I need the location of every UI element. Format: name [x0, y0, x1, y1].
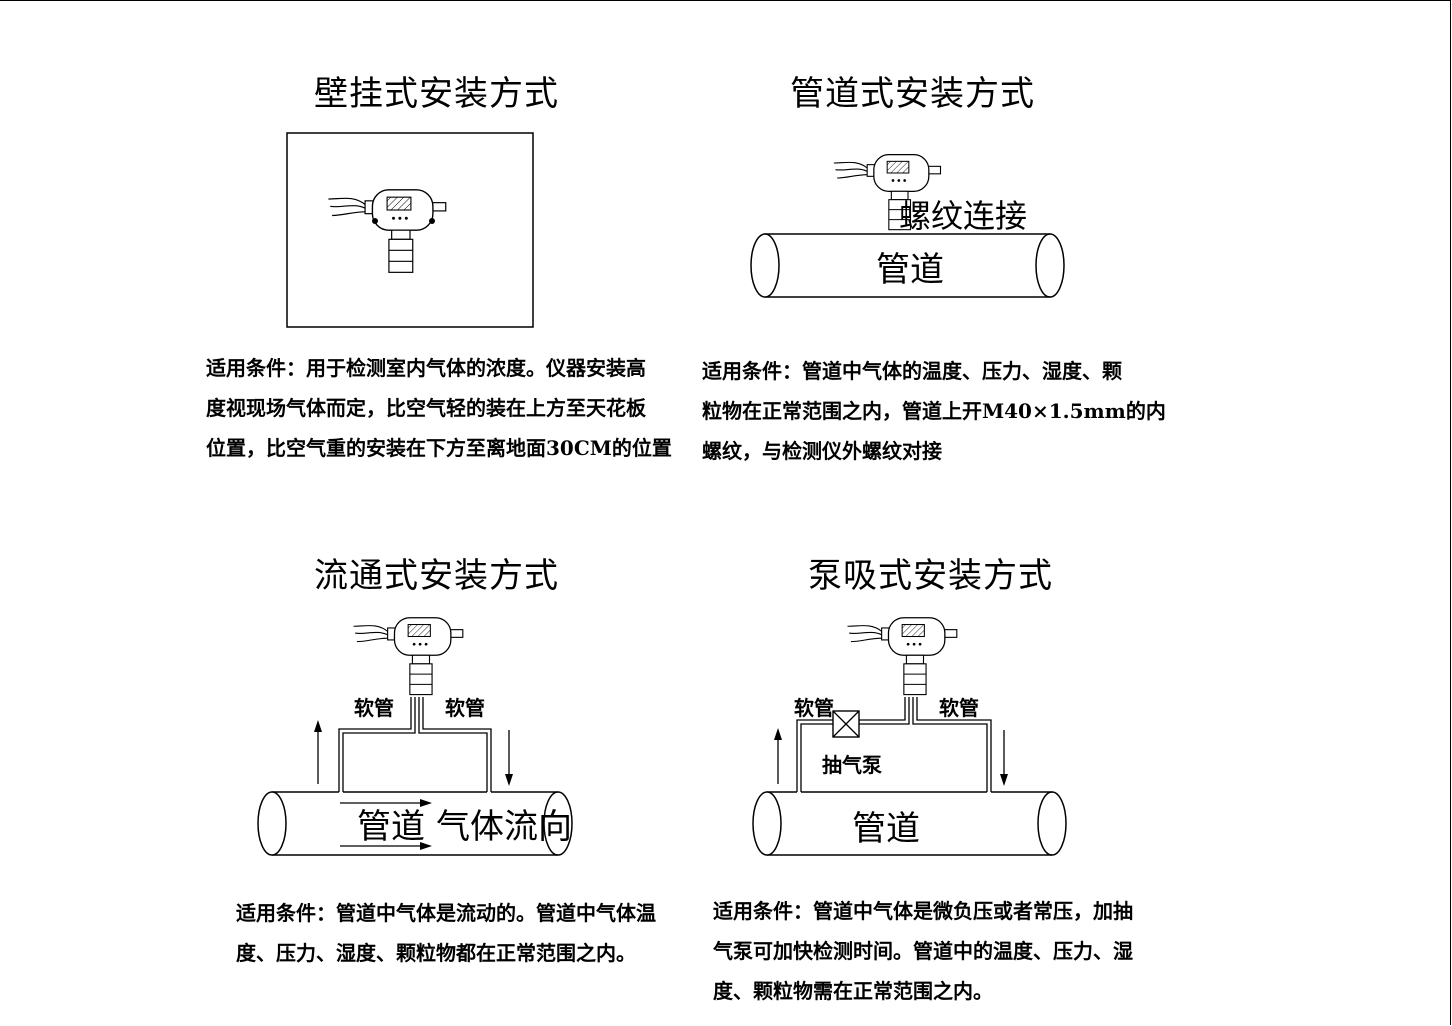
arrow-down-icon — [505, 774, 513, 786]
condition-line: 气泵可加快检测时间。管道中的温度、压力、湿 — [713, 939, 1133, 963]
condition-line: 螺纹，与检测仪外螺纹对接 — [702, 439, 942, 463]
pipe-left-end — [257, 791, 287, 856]
pipe-left-end — [750, 233, 780, 298]
hose-left-lower — [796, 719, 833, 792]
pipe-label: 管道 — [876, 250, 944, 290]
pump-mount-diagram: 抽气泵 软管 软管 管道 — [752, 617, 1067, 856]
pipe-right-end — [1037, 791, 1067, 856]
condition-line: 适用条件：用于检测室内气体的浓度。仪器安装高 — [206, 356, 646, 380]
condition-line: 位置，比空气重的安装在下方至离地面30CM的位置 — [206, 436, 672, 460]
pipe-right-end — [543, 791, 573, 856]
wall-mount-title: 壁挂式安装方式 — [314, 74, 559, 114]
condition-line: 度、颗粒物需在正常范围之内。 — [713, 979, 993, 1003]
mount-screw-icon — [372, 218, 378, 224]
pipe-mount-diagram: 螺纹连接 管道 — [750, 153, 1065, 298]
pump-mount-title: 泵吸式安装方式 — [808, 556, 1053, 596]
pipe-body — [767, 791, 1052, 856]
hose-right — [912, 697, 992, 792]
flow-mount-title: 流通式安装方式 — [314, 556, 559, 596]
gas-detector-icon — [327, 189, 447, 274]
condition-line: 度、压力、湿度、颗粒物都在正常范围之内。 — [236, 941, 636, 965]
pump-mount-condition: 适用条件：管道中气体是微负压或者常压，加抽 气泵可加快检测时间。管道中的温度、压… — [713, 891, 1133, 1011]
condition-line: 适用条件：管道中气体是流动的。管道中气体温 — [236, 901, 656, 925]
mount-screw-icon — [429, 218, 435, 224]
condition-line: 度视现场气体而定，比空气轻的装在上方至天花板 — [206, 396, 646, 420]
wall-mount-condition: 适用条件：用于检测室内气体的浓度。仪器安装高 度视现场气体而定，比空气轻的装在上… — [206, 348, 672, 468]
pump-icon — [832, 710, 860, 738]
flow-mount-condition: 适用条件：管道中气体是流动的。管道中气体温 度、压力、湿度、颗粒物都在正常范围之… — [236, 893, 656, 973]
gas-detector-icon — [846, 617, 958, 696]
arrow-right-icon — [420, 842, 432, 850]
hose-right-label: 软管 — [939, 696, 979, 720]
pipe-left-end — [752, 791, 782, 856]
wall-panel — [286, 132, 534, 328]
pipe-body — [272, 791, 558, 856]
pipe-label: 管道 — [357, 807, 425, 847]
condition-line: 粒物在正常范围之内，管道上开M40×1.5mm的内 — [702, 399, 1166, 423]
hose-right — [418, 697, 492, 792]
thread-connection-label: 螺纹连接 — [899, 197, 1027, 235]
pipe-right-end — [1035, 233, 1065, 298]
pipe-label: 管道 — [852, 809, 920, 849]
hose-left-label: 软管 — [354, 696, 394, 720]
hose-left-upper — [859, 697, 910, 725]
hose-right-label: 软管 — [445, 696, 485, 720]
hose-left-label: 软管 — [794, 696, 834, 720]
wall-mount-diagram — [286, 132, 534, 328]
pipe-mount-title: 管道式安装方式 — [790, 74, 1035, 114]
arrow-up-icon — [774, 728, 782, 740]
gas-flow-label: 气体流向 — [436, 807, 572, 847]
condition-line: 适用条件：管道中气体的温度、压力、湿度、颗 — [702, 359, 1122, 383]
flow-mount-diagram: 软管 软管 管道 气体流向 — [257, 617, 573, 856]
arrow-right-icon — [420, 799, 432, 807]
pump-label: 抽气泵 — [822, 753, 882, 777]
condition-line: 适用条件：管道中气体是微负压或者常压，加抽 — [713, 899, 1133, 923]
gas-detector-icon — [352, 617, 464, 696]
arrow-up-icon — [314, 720, 322, 732]
pipe-mount-condition: 适用条件：管道中气体的温度、压力、湿度、颗 粒物在正常范围之内，管道上开M40×… — [702, 351, 1166, 471]
hose-left — [338, 697, 416, 792]
pipe-body — [765, 233, 1050, 298]
arrow-down-icon — [1000, 774, 1008, 786]
